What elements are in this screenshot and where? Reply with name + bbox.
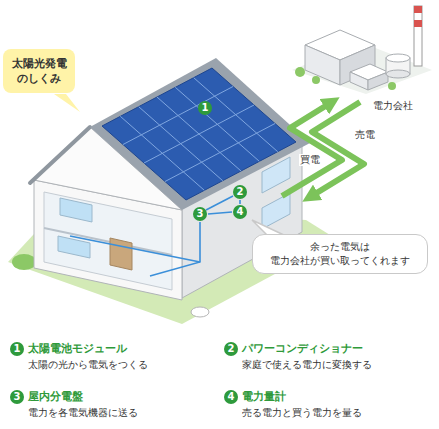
legend-title: 屋内分電盤 bbox=[28, 389, 83, 404]
power-plant bbox=[386, 70, 410, 78]
house bbox=[30, 127, 90, 183]
house-wiring bbox=[239, 200, 241, 204]
house-wiring bbox=[208, 212, 232, 214]
power-flow-arrows bbox=[282, 102, 364, 197]
house bbox=[110, 238, 132, 270]
callout-number: 2 bbox=[233, 185, 247, 199]
legend-title: 電力量計 bbox=[242, 389, 286, 404]
house-wiring bbox=[150, 222, 200, 276]
power-plant bbox=[295, 67, 305, 77]
title-bubble bbox=[3, 49, 75, 93]
power-plant bbox=[312, 76, 320, 84]
legend-description: 売る電力と買う電力を量る bbox=[242, 406, 362, 419]
house bbox=[90, 58, 310, 210]
callout-number: 4 bbox=[224, 390, 238, 404]
power-plant bbox=[414, 6, 422, 13]
flow-label: 売電 bbox=[354, 129, 376, 141]
house-wiring bbox=[70, 236, 200, 262]
lawn bbox=[12, 254, 36, 270]
power-plant bbox=[350, 72, 368, 90]
callout-bubble: 余った電気は 電力会社が買い取ってくれます bbox=[252, 234, 428, 274]
callout-number: 1 bbox=[198, 101, 212, 115]
power-plant bbox=[368, 72, 388, 90]
house bbox=[262, 193, 290, 229]
legend-description: 太陽の光から電気をつくる bbox=[28, 358, 148, 371]
callout-number: 4 bbox=[233, 205, 247, 219]
power-flow-arrows bbox=[310, 102, 364, 197]
flow-label: 買電 bbox=[299, 154, 321, 166]
house bbox=[60, 198, 92, 222]
diagram-title: 太陽光発電 のしくみ bbox=[8, 56, 70, 86]
power-plant bbox=[414, 20, 422, 27]
bubble-text: 余った電気は 電力会社が買い取ってくれます bbox=[259, 240, 421, 268]
panel-grid bbox=[194, 78, 278, 152]
legend-title: パワーコンディショナー bbox=[242, 341, 363, 356]
annotation-label: 電力会社 bbox=[372, 100, 414, 112]
power-plant bbox=[388, 82, 396, 90]
callout-number: 1 bbox=[10, 342, 24, 356]
lawn bbox=[191, 307, 209, 317]
house-wiring bbox=[70, 196, 240, 276]
legend-description: 電力を各電気機器に送る bbox=[28, 406, 138, 419]
legend-description: 家庭で使える電力に変換する bbox=[242, 358, 372, 371]
title-bubble bbox=[54, 94, 80, 112]
panel-grid bbox=[120, 78, 277, 191]
house-wiring bbox=[206, 196, 233, 210]
legend-title: 太陽電池モジュール bbox=[28, 341, 127, 356]
power-plant bbox=[292, 6, 432, 94]
power-plant bbox=[386, 54, 410, 62]
callout-number: 3 bbox=[193, 207, 207, 221]
title-bubble bbox=[3, 49, 80, 112]
callout-number: 3 bbox=[10, 390, 24, 404]
callout-number: 2 bbox=[224, 342, 238, 356]
power-plant bbox=[414, 6, 422, 66]
power-plant bbox=[305, 45, 340, 85]
house bbox=[102, 68, 296, 200]
